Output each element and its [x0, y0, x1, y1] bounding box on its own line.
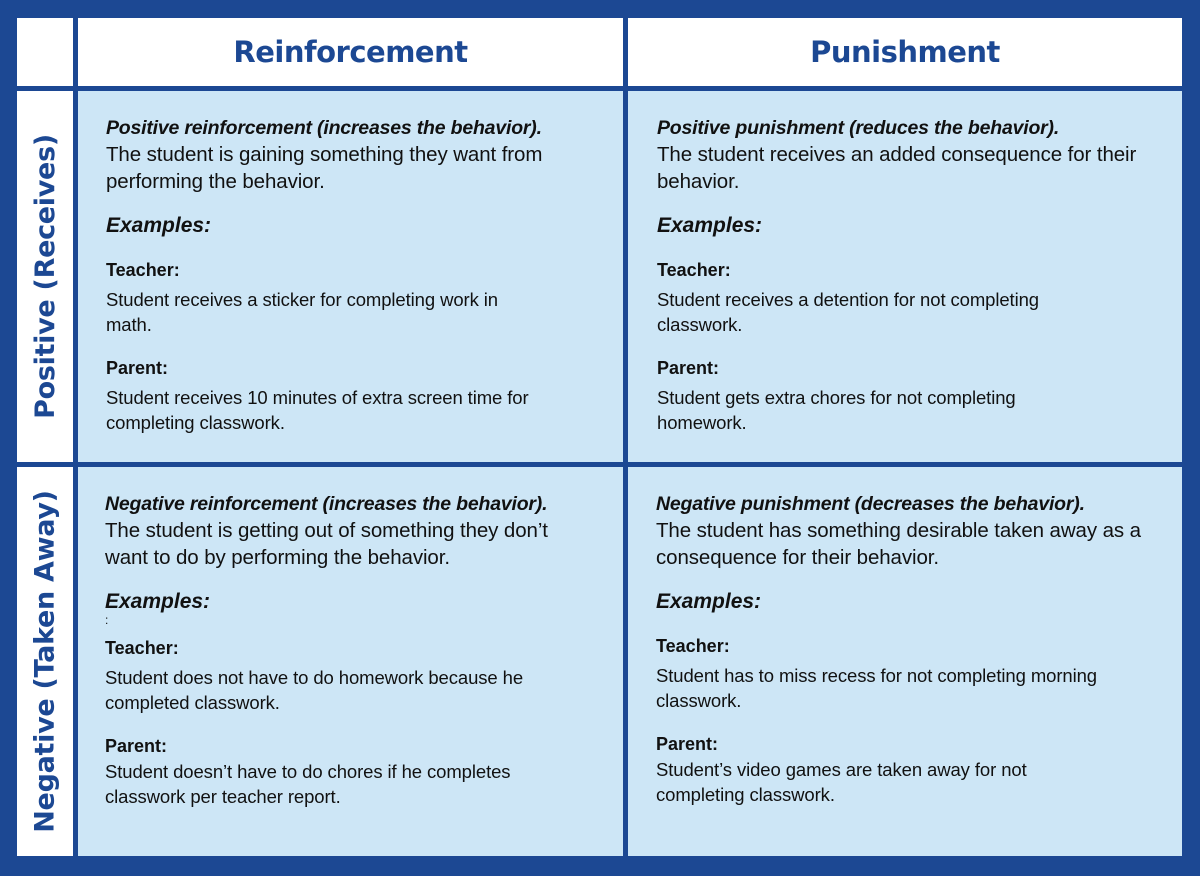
parent-example: Student doesn’t have to do chores if he … [105, 761, 511, 807]
cell-positive-reinforcement: Positive reinforcement (increases the be… [78, 91, 623, 462]
parent-example: Student receives 10 minutes of extra scr… [106, 387, 529, 433]
row-header-negative: Negative (Taken Away) [17, 467, 73, 856]
row-header-label: Negative (Taken Away) [29, 490, 61, 833]
cell-lead: Negative punishment (decreases the behav… [656, 493, 1085, 515]
operant-conditioning-grid: Reinforcement Punishment Positive (Recei… [17, 18, 1182, 856]
teacher-example: Student receives a detention for not com… [657, 289, 1039, 335]
parent-label: Parent: [105, 736, 168, 756]
parent-label: Parent: [656, 734, 719, 754]
parent-label: Parent: [106, 358, 169, 378]
teacher-example: Student has to miss recess for not compl… [656, 665, 1097, 711]
teacher-label: Teacher: [656, 636, 730, 656]
teacher-example: Student does not have to do homework bec… [105, 667, 524, 713]
column-header-reinforcement: Reinforcement [78, 18, 623, 86]
teacher-label: Teacher: [105, 638, 179, 658]
teacher-label: Teacher: [106, 260, 180, 280]
examples-heading: Examples: [105, 590, 211, 613]
cell-negative-punishment: Negative punishment (decreases the behav… [628, 467, 1182, 856]
column-header-label: Punishment [810, 35, 1000, 69]
examples-heading: Examples: [106, 214, 212, 237]
cell-lead: Positive punishment (reduces the behavio… [657, 117, 1060, 139]
teacher-example: Student receives a sticker for completin… [106, 289, 498, 335]
row-header-positive: Positive (Receives) [17, 91, 73, 462]
parent-example: Student’s video games are taken away for… [656, 759, 1027, 805]
row-header-label: Positive (Receives) [29, 134, 61, 419]
cell-lead: Positive reinforcement (increases the be… [106, 117, 542, 139]
cell-description: The student is gaining something they wa… [106, 143, 543, 193]
examples-heading: Examples: [657, 214, 763, 237]
parent-label: Parent: [657, 358, 720, 378]
parent-example: Student gets extra chores for not comple… [657, 387, 1016, 433]
cell-negative-reinforcement: Negative reinforcement (increases the be… [78, 467, 623, 856]
stray-mark: : [105, 613, 109, 627]
cell-positive-punishment: Positive punishment (reduces the behavio… [628, 91, 1182, 462]
cell-description: The student receives an added consequenc… [657, 143, 1137, 193]
cell-description: The student has something desirable take… [656, 519, 1141, 569]
cell-description: The student is getting out of something … [105, 519, 548, 569]
cell-lead: Negative reinforcement (increases the be… [105, 493, 548, 515]
teacher-label: Teacher: [657, 260, 731, 280]
corner-cell [17, 18, 73, 86]
examples-heading: Examples: [656, 590, 762, 613]
column-header-label: Reinforcement [233, 35, 468, 69]
column-header-punishment: Punishment [628, 18, 1182, 86]
